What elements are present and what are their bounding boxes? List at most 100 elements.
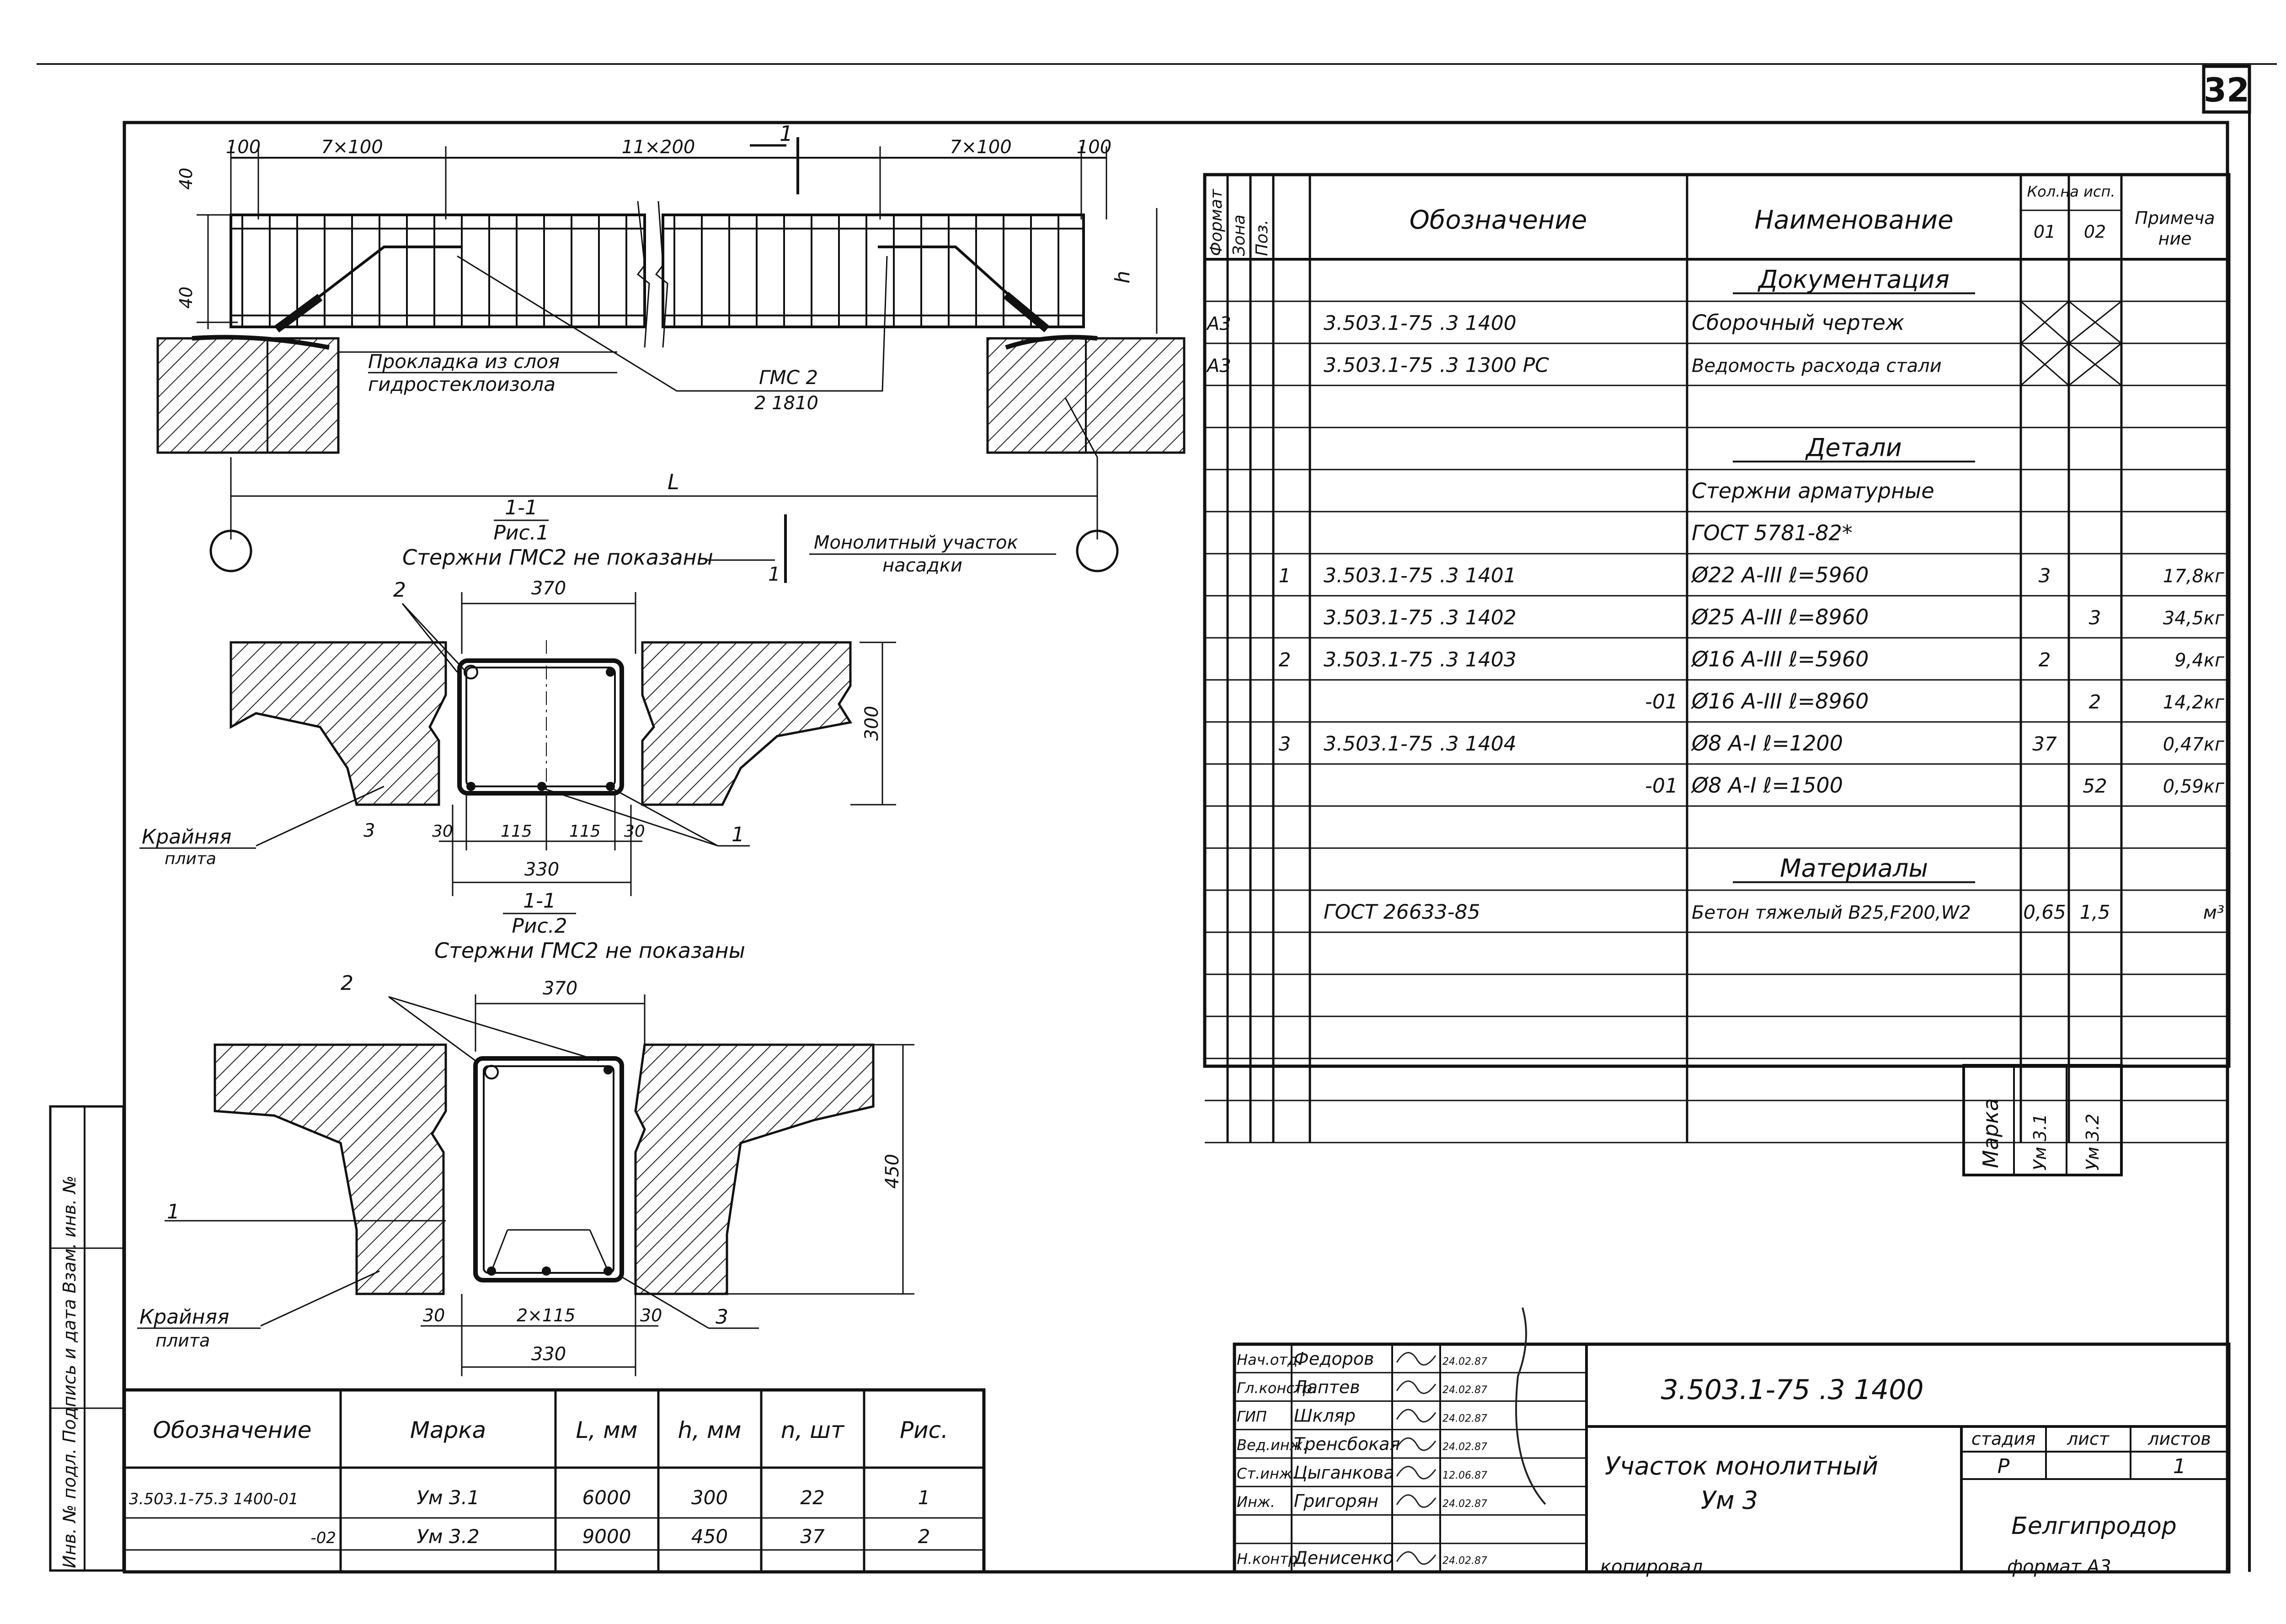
spec-cell-name: Ведомость расхода стали bbox=[1692, 356, 1942, 377]
spec-cell-designation: -01 bbox=[1645, 775, 1678, 798]
dim-100-left: 100 bbox=[226, 137, 261, 158]
tb-role: Вед.инж. bbox=[1237, 1437, 1308, 1454]
spec-row: А3 3.503.1-75 .3 1300 РС Ведомость расхода… bbox=[1206, 342, 2122, 386]
spec-header-01: 01 bbox=[2034, 222, 2056, 242]
variants-header-5: Рис. bbox=[900, 1417, 948, 1443]
variants-cell: 37 bbox=[800, 1525, 825, 1548]
sheet-number-box bbox=[2202, 64, 2251, 114]
sec1-dim-115b: 115 bbox=[569, 822, 601, 841]
sec1-edge-2: плита bbox=[165, 849, 216, 868]
sec2-edge-2: плита bbox=[155, 1330, 210, 1351]
side-stamp: Инв. № подл. Подпись и дата Взам. инв. № bbox=[49, 1105, 125, 1572]
spec-row: -01 Ø8 А-I ℓ=1500 52 0,59кг bbox=[1645, 773, 2225, 798]
variants-header-3: h, мм bbox=[678, 1417, 742, 1443]
dim-L: L bbox=[668, 470, 679, 494]
sec2-dim-370: 370 bbox=[543, 978, 577, 999]
variants-cell: 1 bbox=[918, 1486, 930, 1509]
spec-cell-q01: 2 bbox=[2039, 649, 2051, 671]
sec2-pos-2: 2 bbox=[341, 972, 353, 995]
format-label: формат А3 bbox=[2007, 1556, 2111, 1577]
sec1-dim-115a: 115 bbox=[501, 822, 532, 841]
sheet-label: лист bbox=[2067, 1429, 2110, 1449]
variants-cell: 3.503.1-75.3 1400-01 bbox=[129, 1490, 299, 1508]
dim-7x100-left: 7×100 bbox=[321, 137, 383, 158]
sheets-value: 1 bbox=[2173, 1455, 2186, 1478]
spec-row: Материалы bbox=[1733, 854, 1975, 883]
dim-11x200: 11×200 bbox=[622, 137, 695, 158]
tb-signature bbox=[1396, 1380, 1437, 1394]
sec1-dim-330: 330 bbox=[524, 859, 559, 880]
variants-cell: Ум 3.2 bbox=[417, 1525, 479, 1548]
sheet-number: 32 bbox=[2204, 71, 2249, 109]
sec2-dim-30a: 30 bbox=[423, 1305, 445, 1325]
spec-cell-name: Сборочный чертеж bbox=[1692, 310, 1905, 335]
spec-cell-pos: 3 bbox=[1279, 733, 1291, 755]
dim-7x100-right: 7×100 bbox=[950, 137, 1011, 158]
variants-cell: -02 bbox=[310, 1529, 336, 1547]
section-mark-top: 1 bbox=[780, 121, 793, 146]
variants-header-2: L, мм bbox=[576, 1417, 637, 1443]
tb-role: Инж. bbox=[1237, 1493, 1275, 1511]
side-stamp-text: Инв. № подл. Подпись и дата Взам. инв. № bbox=[59, 1175, 80, 1568]
spec-cell-name: Ø8 А-I ℓ=1200 bbox=[1691, 731, 1843, 756]
tb-name: Цыганкова bbox=[1294, 1463, 1394, 1483]
tb-signature bbox=[1396, 1437, 1437, 1451]
stage-label: стадия bbox=[1971, 1429, 2035, 1449]
spec-cell-note: 0,59кг bbox=[2163, 776, 2225, 797]
fig1-name: Рис.1 bbox=[493, 521, 549, 545]
sec2-edge-1: Крайняя bbox=[139, 1305, 229, 1329]
variants-cell: 2 bbox=[918, 1525, 930, 1548]
spec-cell-note: 17,8кг bbox=[2163, 566, 2225, 587]
spec-cell-format: А3 bbox=[1206, 356, 1231, 377]
spec-cell-designation: 3.503.1-75 .3 1403 bbox=[1324, 648, 1517, 672]
sheets-label: листов bbox=[2147, 1429, 2211, 1449]
sec2-dim-450: 450 bbox=[882, 1154, 903, 1189]
axis-marker-left bbox=[209, 529, 252, 572]
sec2-dim-30b: 30 bbox=[640, 1305, 662, 1325]
spec-header-zone: Зона bbox=[1230, 214, 1249, 256]
tb-date: 12.06.87 bbox=[1442, 1470, 1487, 1481]
sec2-dim-330: 330 bbox=[531, 1344, 566, 1365]
spec-header-qty: Кол.на исп. bbox=[2027, 183, 2115, 200]
sec1-dim-30b: 30 bbox=[624, 822, 645, 841]
spec-cell-designation: ГОСТ 26633-85 bbox=[1324, 901, 1480, 924]
spec-cell-name: Ø8 А-I ℓ=1500 bbox=[1691, 773, 1843, 798]
fig2-name: Рис.2 bbox=[512, 914, 567, 938]
spec-header-02: 02 bbox=[2084, 222, 2106, 242]
copied-label: копировал bbox=[1600, 1556, 1703, 1577]
spec-cell-name: Бетон тяжелый В25,F200,W2 bbox=[1692, 903, 1971, 924]
spec-cell-q01: 0,65 bbox=[2023, 901, 2066, 924]
tb-signature bbox=[1396, 1352, 1437, 1366]
spec-cell-name: Ø22 А-III ℓ=5960 bbox=[1691, 563, 1869, 588]
spec-header-name: Наименование bbox=[1754, 205, 1953, 235]
tb-name: Денисенко bbox=[1293, 1548, 1394, 1568]
tb-name: Тренсбокая bbox=[1294, 1434, 1400, 1454]
sec1-edge-1: Крайняя bbox=[142, 825, 231, 849]
spec-header-designation: Обозначение bbox=[1410, 205, 1587, 235]
spec-cell-note: 14,2кг bbox=[2163, 692, 2225, 713]
spec-cell-designation: 3.503.1-75 .3 1404 bbox=[1324, 732, 1517, 756]
title-name-1: Участок монолитный bbox=[1605, 1452, 1878, 1480]
spec-row: Детали bbox=[1733, 433, 1975, 463]
tb-date: 24.02.87 bbox=[1442, 1384, 1487, 1396]
spec-cell-q02: 3 bbox=[2089, 607, 2101, 629]
label-gasket-2: гидростеклоизола bbox=[368, 373, 555, 395]
tb-role: Гл.констр. bbox=[1237, 1379, 1317, 1397]
figure-1-elevation: 100 7×100 11×200 7×100 100 1 40 40 h bbox=[156, 121, 1186, 585]
spec-cell-q02: 52 bbox=[2083, 775, 2107, 797]
tb-date: 24.02.87 bbox=[1442, 1555, 1487, 1567]
sec1-pos-1: 1 bbox=[732, 823, 744, 846]
spec-cell-pos: 1 bbox=[1279, 565, 1291, 587]
sec1-pos-2: 2 bbox=[393, 578, 406, 602]
tb-date: 24.02.87 bbox=[1442, 1356, 1487, 1368]
tb-role: Ст.инж. bbox=[1237, 1465, 1297, 1482]
tb-date: 24.02.87 bbox=[1442, 1498, 1487, 1510]
spec-cell-designation: 3.503.1-75 .3 1300 РС bbox=[1324, 354, 1549, 377]
variants-cell: 450 bbox=[691, 1525, 728, 1548]
